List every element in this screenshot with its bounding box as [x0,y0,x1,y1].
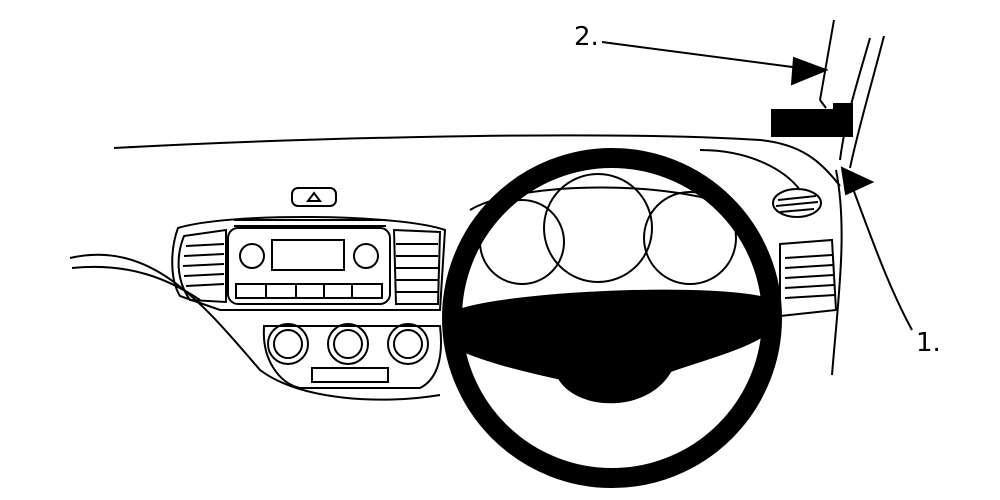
steering-wheel-hub [450,289,773,400]
side-vent-round-slats [775,195,819,213]
right-vent-slats [784,254,836,299]
dashboard-top-edge [113,134,841,187]
climate-strip [311,367,389,383]
dashboard-left-edge [71,265,201,301]
dashboard-top-edge-inner [699,149,801,191]
radio-display [271,239,345,271]
left-vent-slats [182,243,225,287]
callout-1-label: 1. [916,328,941,358]
radio-buttons-row [235,283,383,299]
callout-1-leader [851,185,913,331]
radio-knob-left [239,243,265,269]
climate-knob-center [327,323,369,365]
mount-arm [819,99,827,109]
radio-knob-right [353,243,379,269]
mount-bracket [771,109,835,137]
callout-2-arrowhead [790,56,829,86]
climate-knob-left-inner [273,329,303,359]
gauge-right [643,191,737,285]
climate-knob-left [267,323,309,365]
climate-knob-right [387,323,429,365]
hazard-triangle [306,191,322,202]
callout-2-leader [601,41,801,69]
a-pillar-line-1 [839,37,871,161]
a-pillar-line-2 [849,35,885,169]
center-vent-slats [396,243,438,293]
climate-knob-center-inner [333,329,363,359]
center-vent [392,228,442,305]
callout-1-arrowhead [840,166,875,196]
climate-knob-right-inner [393,329,423,359]
mount-plate [833,103,853,137]
gauge-center [543,173,653,283]
left-vent [177,228,227,304]
a-pillar-lower [831,169,843,376]
climate-panel [262,325,442,389]
steering-wheel-lower-spoke [558,370,672,404]
hazard-button [291,187,337,207]
center-top-strip [234,219,386,227]
callout-2-label: 2. [574,22,599,52]
radio-unit [227,227,391,305]
dashboard-lower-sweep [69,253,441,401]
side-vent-round [772,188,822,218]
a-pillar-outer [819,19,835,101]
